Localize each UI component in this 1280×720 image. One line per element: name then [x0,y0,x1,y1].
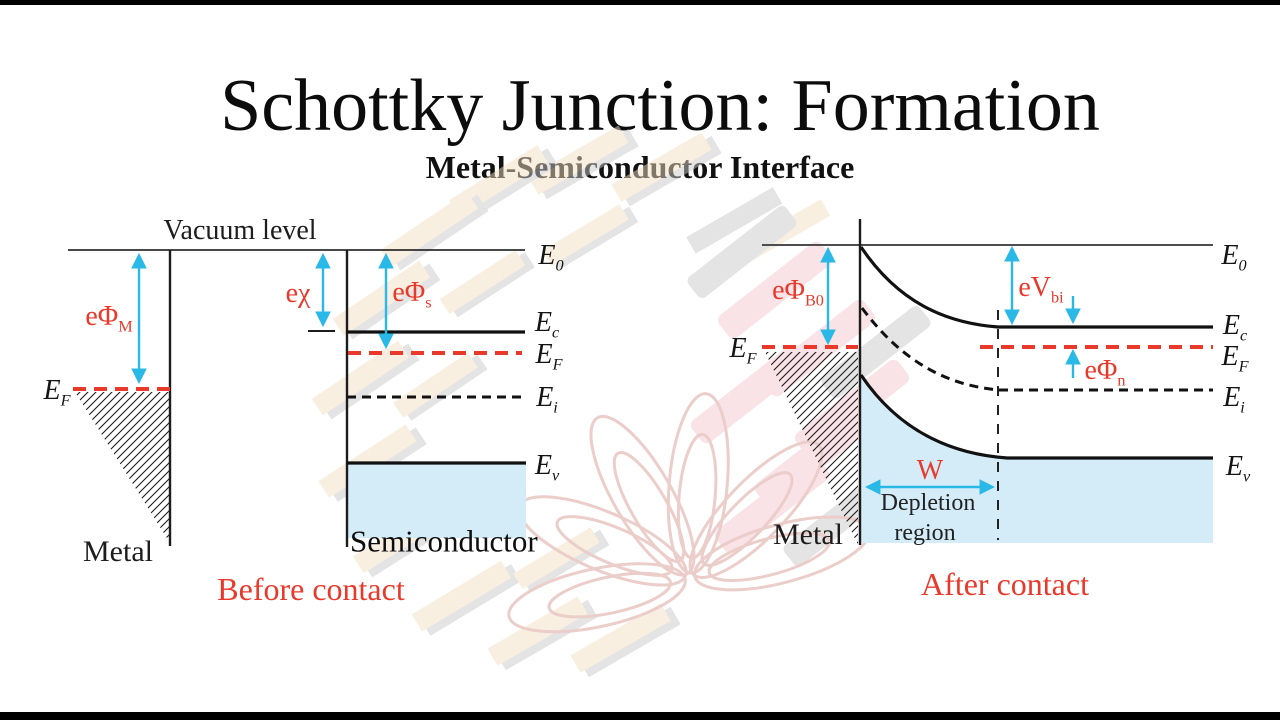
ef-label-semiconductor-after: EF [1221,341,1249,376]
metal-hatch-after [765,352,858,545]
vacuum-level-label: Vacuum level [163,215,317,246]
ei-label-after: Ei [1223,382,1245,417]
valence-band-curve [859,374,1213,460]
valence-band-fill-after [861,378,1213,543]
ef-label-metal-after: EF [729,333,757,368]
before-diagram [68,249,526,547]
built-in-potential-label: eVbi [1018,272,1064,307]
ef-label-semiconductor-before: EF [535,339,563,374]
after-contact-caption: After contact [921,566,1089,602]
before-contact-caption: Before contact [217,571,405,607]
ef-label-metal-before: EF [43,375,71,410]
ei-label-before: Ei [536,382,558,417]
letterbox-top [0,0,1280,5]
metal-label-after: Metal [773,518,843,551]
e0-label-after: E0 [1221,240,1247,275]
intrinsic-level-curve [860,307,1213,392]
depletion-width-label: W [916,455,944,486]
metal-label-before: Metal [83,535,153,568]
conduction-band-curve [859,246,1213,329]
after-diagram [762,219,1213,545]
valence-band-fill-before [347,464,526,538]
depletion-region-label-line2: region [894,520,956,546]
phi-n-label: eΦn [1084,355,1126,390]
e0-label-before: E0 [538,240,564,275]
barrier-height-label: eΦB0 [772,275,824,310]
ev-label-before: Ev [534,450,560,485]
letterbox-bottom [0,712,1280,720]
work-function-semiconductor-label: eΦs [392,277,432,312]
metal-hatch-before [75,392,170,543]
ec-label-after: Ec [1222,310,1248,345]
electron-affinity-label: eχ [285,278,311,309]
slide-title: Schottky Junction: Formation [220,64,1100,147]
depletion-region-label-line1: Depletion [880,490,976,516]
work-function-metal-label: eΦM [85,301,133,336]
ev-label-after: Ev [1225,451,1251,486]
ec-label-before: Ec [534,307,560,342]
semiconductor-label: Semiconductor [350,523,538,559]
